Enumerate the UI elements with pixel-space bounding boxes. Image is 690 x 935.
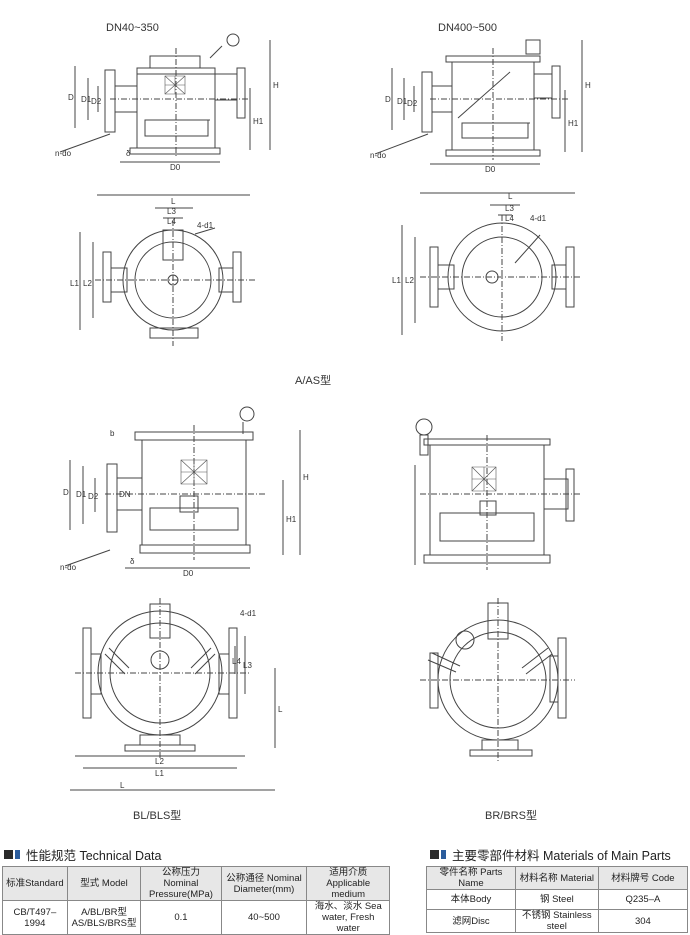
drawing-a-small-plan: L L3 L4 4-d1 L1 L2 [70, 190, 285, 350]
dim-H: H [273, 81, 279, 90]
drawing-br-elevation [400, 405, 590, 575]
dim-L2-large: L2 [405, 276, 414, 285]
tech-data-title: 性能规范 Technical Data [4, 845, 161, 864]
dim-D0-bl: D0 [183, 569, 194, 578]
dim-d1-bl: 4-d1 [240, 609, 257, 618]
section-square-icon [4, 850, 13, 859]
dim-D-large: D [385, 95, 391, 104]
cell-code-disc: 304 [597, 909, 689, 933]
dim-D0-large: D0 [485, 165, 496, 173]
dim-b-bl: b [110, 429, 115, 438]
dim-D1-bl: D1 [76, 490, 87, 499]
cell-part-disc: 滤网Disc [426, 909, 516, 933]
dim-L1-bl: L1 [155, 769, 164, 778]
dim-delta-bl: δ [130, 557, 135, 566]
table-header-row: 标准Standard 型式 Model 公称压力 Nominal Pressur… [2, 866, 390, 901]
dim-L1-large: L1 [392, 276, 401, 285]
header-parts-name: 零件名称 Parts Name [426, 866, 516, 890]
section-square-accent-icon-2 [441, 850, 446, 859]
cell-pressure: 0.1 [140, 900, 222, 935]
drawing-a-small-elevation: D D1 D2 H H1 D0 n-do δ [55, 28, 279, 172]
table-row: 滤网Disc 不锈钢 Stainless steel 304 [426, 909, 689, 933]
materials-table: 零件名称 Parts Name 材料名称 Material 材料牌号 Code … [426, 866, 689, 933]
section-square-accent-icon [15, 850, 20, 859]
label-dn-large: DN400~500 [438, 22, 498, 34]
materials-title-text: 主要零部件材料 Materials of Main Parts [452, 849, 671, 863]
cell-medium: 海水、淡水 Sea water, Fresh water [306, 900, 390, 935]
dim-ndo-bl: n-do [60, 563, 77, 572]
materials-title: 主要零部件材料 Materials of Main Parts [430, 845, 671, 864]
dim-L-large: L [508, 192, 513, 201]
dim-ndo-large: n-do [370, 151, 387, 160]
cell-model: A/BL/BR型 AS/BLS/BRS型 [66, 900, 142, 935]
dim-L4-large: L4 [505, 214, 514, 223]
dim-L1: L1 [70, 279, 79, 288]
dim-D1-large: D1 [397, 97, 408, 106]
dim-L-bl-side: L [278, 705, 283, 714]
dim-D2: D2 [91, 97, 102, 106]
dim-L4-bl: L4 [232, 657, 241, 666]
header-material: 材料名称 Material [514, 866, 599, 890]
header-medium: 适用介质 Applicable medium [306, 866, 390, 901]
dim-L3: L3 [167, 207, 176, 216]
cell-standard: CB/T497–1994 [2, 900, 68, 935]
dim-H1-bl: H1 [286, 515, 297, 524]
dim-ndo: n-do [55, 149, 72, 158]
dim-delta: δ [126, 149, 131, 158]
tech-data-title-text: 性能规范 Technical Data [26, 849, 162, 863]
cell-part-body: 本体Body [426, 889, 516, 910]
dim-D0: D0 [170, 163, 181, 172]
table-row: 本体Body 钢 Steel Q235–A [426, 889, 689, 910]
tech-data-table: 标准Standard 型式 Model 公称压力 Nominal Pressur… [2, 866, 390, 935]
dim-L4: L4 [167, 217, 176, 226]
header-model: 型式 Model [66, 866, 142, 901]
header-standard: 标准Standard [2, 866, 68, 901]
dim-L: L [171, 197, 176, 206]
dim-d1: 4-d1 [197, 221, 214, 230]
dim-D-bl: D [63, 488, 69, 497]
header-pressure: 公称压力 Nominal Pressure(MPa) [140, 866, 222, 901]
dim-L2: L2 [83, 279, 92, 288]
cell-code-body: Q235–A [597, 889, 689, 910]
label-dn-small: DN40~350 [106, 22, 159, 34]
dim-D1: D1 [81, 95, 92, 104]
dim-L3-large: L3 [505, 204, 514, 213]
dim-H1-large: H1 [568, 119, 579, 128]
label-type-a: A/AS型 [295, 375, 332, 387]
dim-D2-large: D2 [407, 99, 418, 108]
label-type-br: BR/BRS型 [485, 810, 537, 822]
drawing-a-large-plan: L L3 L4 4-d1 L1 L2 [392, 192, 610, 345]
dim-d1-large: 4-d1 [530, 214, 547, 223]
section-square-icon-2 [430, 850, 439, 859]
drawing-bl-elevation: D D1 D2 DN b H H1 D0 n-do δ [60, 400, 309, 578]
header-code: 材料牌号 Code [597, 866, 689, 890]
dim-L2-bl: L2 [155, 757, 164, 766]
drawing-a-large-elevation: D D1 D2 H H1 D0 n-do [370, 28, 591, 173]
dim-D2-bl: D2 [88, 492, 99, 501]
dim-L-bl: L [120, 781, 125, 790]
dim-DN-bl: DN [119, 490, 131, 499]
cell-material-disc: 不锈钢 Stainless steel [514, 909, 599, 933]
dim-H-bl: H [303, 473, 309, 482]
table-header-row: 零件名称 Parts Name 材料名称 Material 材料牌号 Code [426, 866, 689, 890]
cell-diameter: 40~500 [220, 900, 308, 935]
dim-L3-bl: L3 [243, 661, 252, 670]
dim-D: D [68, 93, 74, 102]
drawing-bl-plan: 4-d1 L4 L3 L L2 L1 L [65, 598, 283, 798]
cell-material-body: 钢 Steel [514, 889, 599, 910]
table-row: CB/T497–1994 A/BL/BR型 AS/BLS/BRS型 0.1 40… [2, 900, 390, 935]
drawing-br-plan [410, 598, 600, 778]
dim-H-large: H [585, 81, 591, 90]
header-diameter: 公称通径 Nominal Diameter(mm) [220, 866, 308, 901]
dim-H1: H1 [253, 117, 264, 126]
label-type-bl: BL/BLS型 [133, 810, 182, 822]
